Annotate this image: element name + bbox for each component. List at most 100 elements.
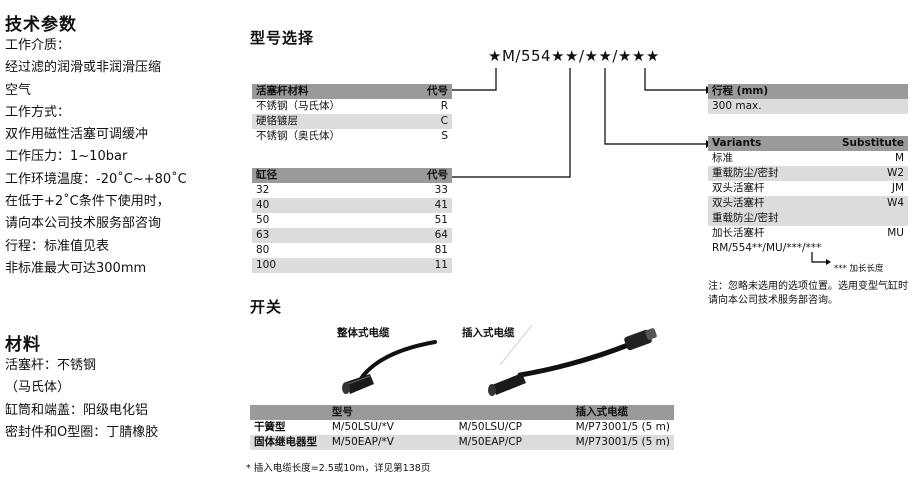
- param-line: （马氏体）: [5, 377, 158, 399]
- switch-type: 干簧型: [254, 421, 286, 433]
- param-line: 工作方式：: [5, 102, 187, 124]
- param-label: 工作介质：: [5, 38, 71, 53]
- param-label: （马氏体）: [5, 380, 71, 396]
- param-line: 密封件和O型圈：丁腈橡胶: [5, 422, 158, 444]
- variant-name: 双头活塞杆: [712, 182, 765, 194]
- bore-value: 80: [256, 244, 270, 256]
- variant-name: 重载防尘/密封: [708, 166, 834, 181]
- param-label: 工作方式：: [5, 104, 71, 120]
- rod-material-name: 硬铬镀层: [252, 114, 405, 129]
- param-value: 不锈钢: [57, 358, 97, 373]
- param-line: 工作环境温度：-20˚C~+80˚C: [5, 169, 187, 191]
- param-line: 请向本公司技术服务部咨询: [5, 213, 187, 235]
- param-label: 行程：: [5, 238, 45, 254]
- header-model: 型号: [327, 405, 455, 420]
- param-value: 空气: [5, 82, 32, 98]
- bore-code: 64: [352, 228, 452, 243]
- variant-code: JM: [891, 182, 904, 194]
- connector-variant-footnote: [811, 252, 826, 263]
- switch-title: 开关: [250, 298, 283, 316]
- tech-params-title: 技术参数: [5, 15, 77, 35]
- variant-name: 重载防尘/密封: [708, 211, 834, 226]
- variants-note: 注：忽略未选用的选项位置。选用变型气缸时请向本公司技术服务部咨询。: [708, 281, 908, 306]
- bore-value: 32: [256, 184, 270, 196]
- param-line: 非标准最大可达300mm: [5, 258, 187, 280]
- param-line: 空气: [5, 80, 187, 102]
- param-label: 缸筒和端盖：: [5, 402, 84, 418]
- variant-code: MU: [887, 227, 904, 239]
- param-value: 标准值见表: [44, 238, 110, 254]
- switch-table: 型号 插入式电缆 干簧型 M/50LSU/*V M/50LSU/CP M/P73…: [250, 405, 674, 450]
- param-line: 工作介质：: [5, 35, 187, 57]
- variant-code: W2: [833, 166, 908, 181]
- param-value: 在低于+2˚C条件下使用时，: [5, 194, 170, 210]
- header-stroke: 行程 (mm): [708, 84, 908, 99]
- header-rod-material: 活塞杆材料: [252, 84, 405, 99]
- connector-variants: [604, 68, 706, 145]
- variant-name: 加长活塞杆: [712, 227, 765, 239]
- param-value: 请向本公司技术服务部咨询: [5, 216, 162, 232]
- plugin-cable-sensor-image: [488, 324, 657, 396]
- model-code: ★M/554★★/★★/★★★: [488, 47, 660, 65]
- variant-code: W4: [833, 196, 908, 211]
- header-variants: Variants: [708, 136, 834, 151]
- integral-cable-sensor-image: [342, 340, 437, 394]
- param-label: 工作压力：: [5, 149, 71, 165]
- variant-code: M: [894, 152, 904, 164]
- stroke-value: 300 max.: [708, 99, 908, 114]
- bore-code: 11: [352, 258, 452, 273]
- param-value: 经过滤的润滑或非润滑压缩: [5, 60, 162, 76]
- switch-model-integral: M/50EAP/*V: [327, 435, 455, 450]
- param-line: 缸筒和端盖：阳级电化铝: [5, 400, 158, 422]
- param-label: 密封件和O型圈：: [5, 424, 107, 440]
- rod-material-code: C: [404, 114, 452, 129]
- variant-code: [833, 211, 908, 226]
- connector-bore: [452, 68, 571, 178]
- switch-plugin-cable: M/P73001/5 (5 m): [575, 421, 670, 433]
- param-line: 活塞杆：不锈钢: [5, 355, 158, 377]
- label-plugin-cable: 插入式电缆: [462, 327, 515, 339]
- rod-material-name: 不锈钢（奥氏体）: [256, 130, 340, 142]
- header-plugin-cable: 插入式电缆: [571, 405, 674, 420]
- bore-value: 63: [252, 228, 352, 243]
- bore-value: 50: [256, 214, 270, 226]
- rod-material-code: R: [440, 100, 448, 112]
- bore-code: 81: [434, 244, 448, 256]
- param-line: 工作压力：1~10bar: [5, 146, 187, 168]
- header-code: 代号: [352, 168, 452, 183]
- param-value: 丁腈橡胶: [106, 424, 159, 440]
- switch-model-plugin: M/50LSU/CP: [458, 421, 522, 433]
- material-list: 活塞杆：不锈钢（马氏体）缸筒和端盖：阳级电化铝密封件和O型圈：丁腈橡胶: [5, 355, 158, 444]
- connector-rod: [452, 68, 497, 91]
- bore-code: 33: [434, 184, 448, 196]
- bore-value: 40: [252, 198, 352, 213]
- variant-example-code: RM/554**/MU/***/***: [712, 242, 822, 254]
- bore-code: 51: [434, 214, 448, 226]
- header-substitute: Substitute: [833, 136, 908, 151]
- param-line: 在低于+2˚C条件下使用时，: [5, 191, 187, 213]
- material-title: 材料: [5, 335, 41, 355]
- header-code: 代号: [404, 84, 452, 99]
- param-label: 工作环境温度：: [5, 171, 97, 187]
- header-blank: [454, 405, 572, 420]
- param-label: 活塞杆：: [5, 358, 58, 373]
- stroke-table: 行程 (mm) 300 max.: [708, 84, 908, 114]
- connector-stroke: [644, 68, 706, 91]
- param-value: 阳级电化铝: [83, 402, 149, 418]
- bore-code: 41: [352, 198, 452, 213]
- param-line: 行程：标准值见表: [5, 236, 187, 258]
- variant-name: 双头活塞杆: [708, 196, 834, 211]
- model-selection-title: 型号选择: [250, 29, 315, 47]
- variant-code: [833, 241, 908, 256]
- switch-plugin-cable: M/P73001/5 (5 m): [571, 435, 674, 450]
- rod-material-code: S: [441, 130, 448, 142]
- rod-material-name: 不锈钢（马氏体）: [256, 100, 340, 112]
- header-bore: 缸径: [252, 168, 352, 183]
- param-value: 1~10bar: [70, 149, 128, 165]
- header-blank: [250, 405, 328, 420]
- variants-footnote: *** 加长长度: [834, 264, 884, 274]
- tech-params-list: 工作介质：经过滤的润滑或非润滑压缩空气工作方式：双作用磁性活塞可调缓冲工作压力：…: [5, 35, 187, 280]
- switch-model-plugin: M/50EAP/CP: [454, 435, 572, 450]
